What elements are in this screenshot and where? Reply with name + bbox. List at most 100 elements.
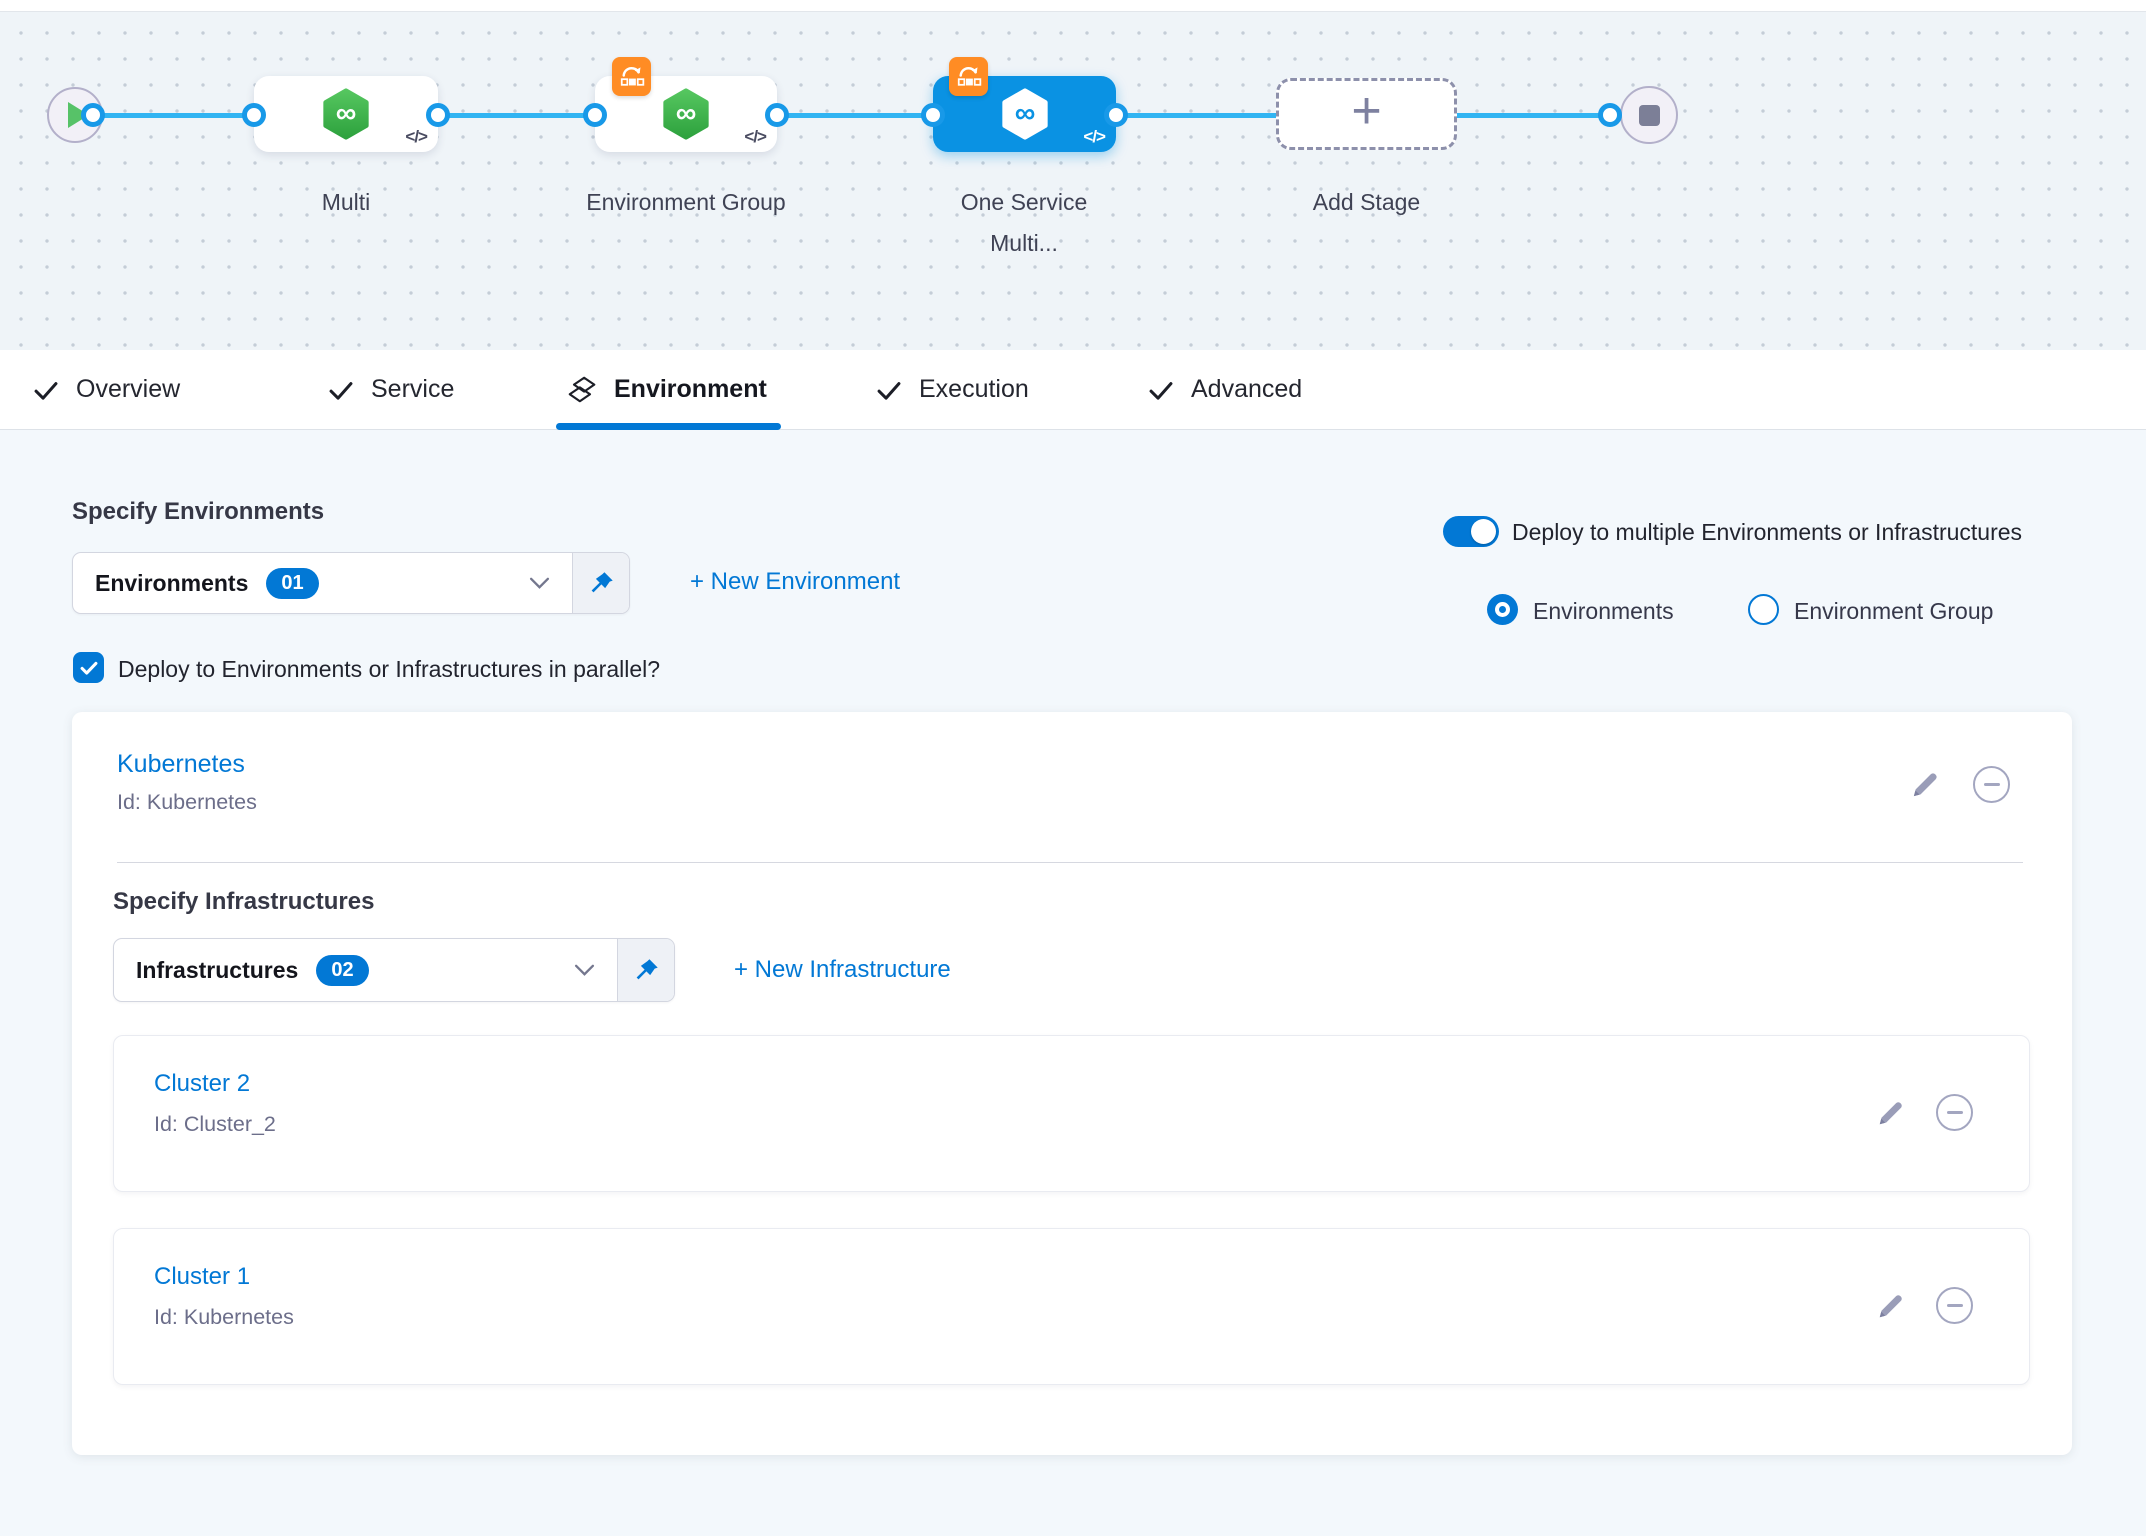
environments-count-badge: 01 [266,567,319,599]
edge [1457,113,1610,118]
tab-label: Service [371,375,455,403]
node-port [426,103,450,127]
environment-tab-content: Specify Environments Environments 01 + N… [0,430,2146,1536]
check-icon [329,381,353,400]
radio-environment-group[interactable] [1748,594,1779,625]
infrastructure-actions [1876,1094,1973,1131]
deploy-multiple-toggle[interactable] [1443,516,1499,547]
code-view-icon: </> [405,127,428,146]
remove-minus-button[interactable] [1936,1094,1973,1131]
environment-actions [1910,766,2010,803]
infinity-glyph: ∞ [1014,98,1035,130]
radio-ring [1495,602,1510,617]
node-port [1104,103,1128,127]
tab-label: Environment [614,375,767,403]
edit-pencil-button[interactable] [1910,769,1941,800]
minus-icon [1983,783,2000,786]
radio-environments[interactable] [1487,594,1518,625]
plus-icon: + [1351,82,1382,140]
chevron-down-icon [574,963,595,977]
stage-label: One Service Multi... [960,189,1088,256]
edit-pencil-button[interactable] [1876,1098,1906,1128]
pin-icon [591,571,613,592]
pencil-icon [1879,1101,1902,1124]
minus-icon [1946,1111,1963,1114]
chevron-down-icon [529,576,550,590]
infrastructures-dropdown-value-area[interactable]: Infrastructures 02 [114,939,617,1001]
infrastructure-card: Cluster 2 Id: Cluster_2 [113,1035,2030,1192]
tab-environment[interactable]: Environment [556,350,781,430]
pencil-icon [1913,773,1937,797]
divider [117,862,2023,863]
radio-dot [1499,606,1506,613]
tab-overview[interactable]: Overview [32,350,180,429]
stage-label: Multi [321,189,371,215]
edge [438,113,595,118]
deploy-parallel-checkbox-label: Deploy to Environments or Infrastructure… [118,656,661,682]
stop-icon [1638,104,1660,126]
top-divider-bar [0,0,2146,12]
looping-strategy-badge-icon [949,57,988,96]
edge [1116,113,1276,118]
tab-execution[interactable]: Execution [875,350,1029,429]
harness-stage-icon: ∞ [663,88,709,140]
infinity-glyph: ∞ [336,98,357,130]
remove-minus-button[interactable] [1973,766,2010,803]
infrastructure-id: Id: Cluster_2 [154,1112,276,1136]
environment-layers-icon [568,376,596,402]
active-tab-underline [556,423,781,430]
environments-dropdown[interactable]: Environments 01 [72,552,630,614]
node-port [81,103,105,127]
tab-advanced[interactable]: Advanced [1147,350,1302,429]
stage-node-one-service-multi[interactable]: ∞ </> [933,76,1116,152]
tab-label: Overview [76,375,181,403]
remove-minus-button[interactable] [1936,1287,1973,1324]
minus-icon [1946,1304,1963,1307]
infrastructure-actions [1876,1287,1973,1324]
edge [93,113,254,118]
infinity-glyph: ∞ [676,98,697,130]
stage-config-tabbar: Overview Service Environment Execution A… [0,350,2146,430]
code-view-icon: </> [744,127,767,146]
pin-dropdown-button[interactable] [617,939,674,1001]
pencil-icon [1879,1294,1902,1317]
harness-stage-icon: ∞ [323,88,369,140]
infrastructures-dropdown[interactable]: Infrastructures 02 [113,938,675,1002]
check-icon [1149,381,1173,400]
specify-infrastructures-heading: Specify Infrastructures [113,888,375,915]
deploy-multiple-toggle-label: Deploy to multiple Environments or Infra… [1512,519,2023,545]
pipeline-graph-canvas[interactable]: ∞ </> Multi ∞ </> Environment Group [0,12,2146,350]
edit-pencil-button[interactable] [1876,1291,1906,1321]
infrastructures-count-badge: 02 [316,954,369,986]
new-environment-link[interactable]: + New Environment [690,568,901,595]
infrastructure-card: Cluster 1 Id: Kubernetes [113,1228,2030,1385]
code-view-icon: </> [1083,127,1106,146]
environments-dropdown-value-area[interactable]: Environments 01 [73,553,572,613]
specify-environments-heading: Specify Environments [72,498,325,525]
environment-id: Id: Kubernetes [117,790,257,814]
toggle-knob [1471,519,1496,544]
radio-environment-group-label: Environment Group [1794,598,1994,624]
deploy-parallel-checkbox[interactable] [73,652,104,683]
new-infrastructure-link[interactable]: + New Infrastructure [734,956,951,983]
edge [777,113,933,118]
pin-icon [636,958,658,979]
pin-dropdown-button[interactable] [572,553,629,613]
node-port [583,103,607,127]
pipeline-end-node [1620,86,1678,144]
tab-service[interactable]: Service [327,350,454,429]
stage-node-multi[interactable]: ∞ </> [254,76,438,152]
node-port [765,103,789,127]
add-stage-button[interactable]: + [1276,78,1457,150]
node-port [1598,103,1622,127]
environment-name-link[interactable]: Kubernetes [117,750,245,778]
infrastructure-name-link[interactable]: Cluster 1 [154,1263,251,1290]
stage-label: Add Stage [1312,189,1421,215]
radio-environments-label: Environments [1533,598,1674,624]
infrastructure-name-link[interactable]: Cluster 2 [154,1070,251,1097]
node-port [921,103,945,127]
dropdown-value: Infrastructures [136,956,299,983]
stage-label: Environment Group [586,189,786,215]
check-icon [80,661,97,675]
